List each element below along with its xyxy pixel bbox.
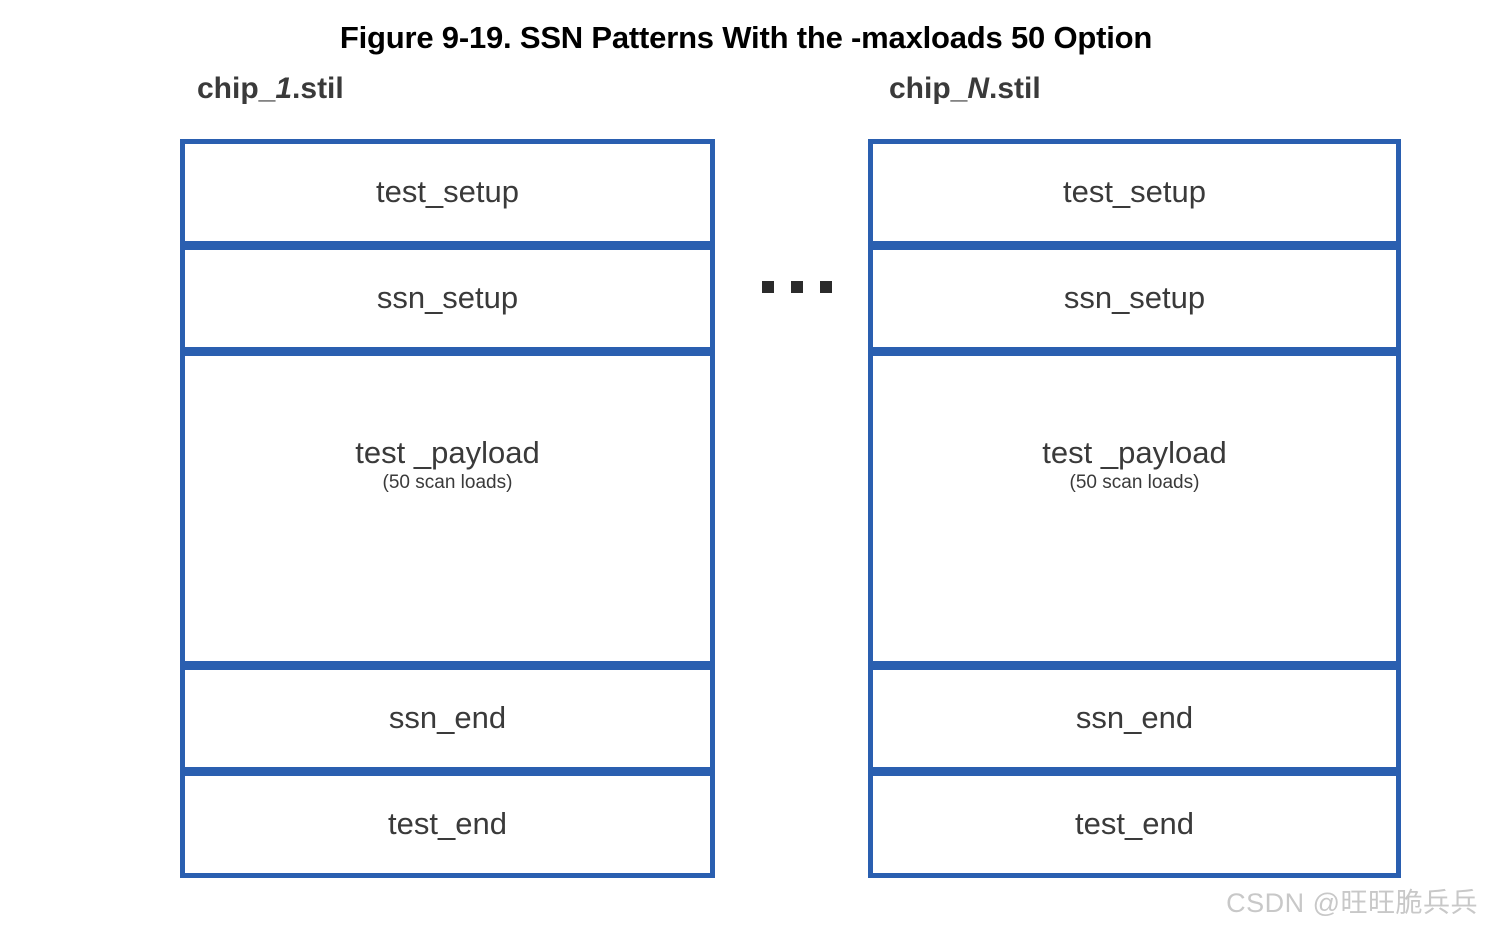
pattern-block-test-end: test_end	[868, 771, 1401, 878]
pattern-block-label: test_end	[1075, 806, 1194, 842]
pattern-block-test-payload: test _payload (50 scan loads)	[868, 351, 1401, 666]
pattern-block-label: ssn_end	[1075, 700, 1194, 736]
pattern-block-test-end: test_end	[180, 771, 715, 878]
pattern-block-test-setup: test_setup	[868, 139, 1401, 246]
pattern-block-label: test_setup	[375, 174, 520, 210]
pattern-stack-chip-n: test_setup ssn_setup test _payload (50 s…	[868, 139, 1401, 878]
column-heading-prefix: chip_	[197, 72, 276, 105]
pattern-stack-chip-1: test_setup ssn_setup test _payload (50 s…	[180, 139, 715, 878]
pattern-block-test-payload: test _payload (50 scan loads)	[180, 351, 715, 666]
column-heading-chip-1: chip_1.stil	[197, 72, 344, 106]
column-heading-suffix: .stil	[292, 72, 344, 105]
pattern-block-test-setup: test_setup	[180, 139, 715, 246]
ellipsis-icon	[762, 281, 832, 293]
figure-title: Figure 9-19. SSN Patterns With the -maxl…	[339, 20, 1153, 55]
ellipsis-dot	[820, 281, 832, 293]
pattern-block-label: ssn_setup	[1063, 280, 1206, 316]
pattern-block-label: test_end	[388, 806, 507, 842]
pattern-block-ssn-end: ssn_end	[868, 665, 1401, 772]
pattern-block-label: ssn_setup	[376, 280, 519, 316]
column-heading-index: 1	[275, 72, 293, 105]
pattern-block-ssn-end: ssn_end	[180, 665, 715, 772]
pattern-block-label: ssn_end	[388, 700, 507, 736]
ellipsis-dot	[791, 281, 803, 293]
pattern-block-sublabel: (50 scan loads)	[382, 472, 513, 494]
ellipsis-dot	[762, 281, 774, 293]
watermark: CSDN @旺旺脆兵兵	[1226, 888, 1478, 918]
column-heading-suffix: .stil	[989, 72, 1041, 105]
pattern-block-label: test_setup	[1062, 174, 1207, 210]
pattern-block-ssn-setup: ssn_setup	[868, 245, 1401, 352]
pattern-block-sublabel: (50 scan loads)	[1069, 472, 1200, 494]
pattern-block-label: test _payload	[355, 434, 540, 470]
pattern-block-label: test _payload	[1042, 434, 1227, 470]
column-heading-index: N	[967, 72, 990, 105]
pattern-block-ssn-setup: ssn_setup	[180, 245, 715, 352]
column-heading-prefix: chip_	[889, 72, 968, 105]
column-heading-chip-n: chip_N.stil	[889, 72, 1041, 106]
